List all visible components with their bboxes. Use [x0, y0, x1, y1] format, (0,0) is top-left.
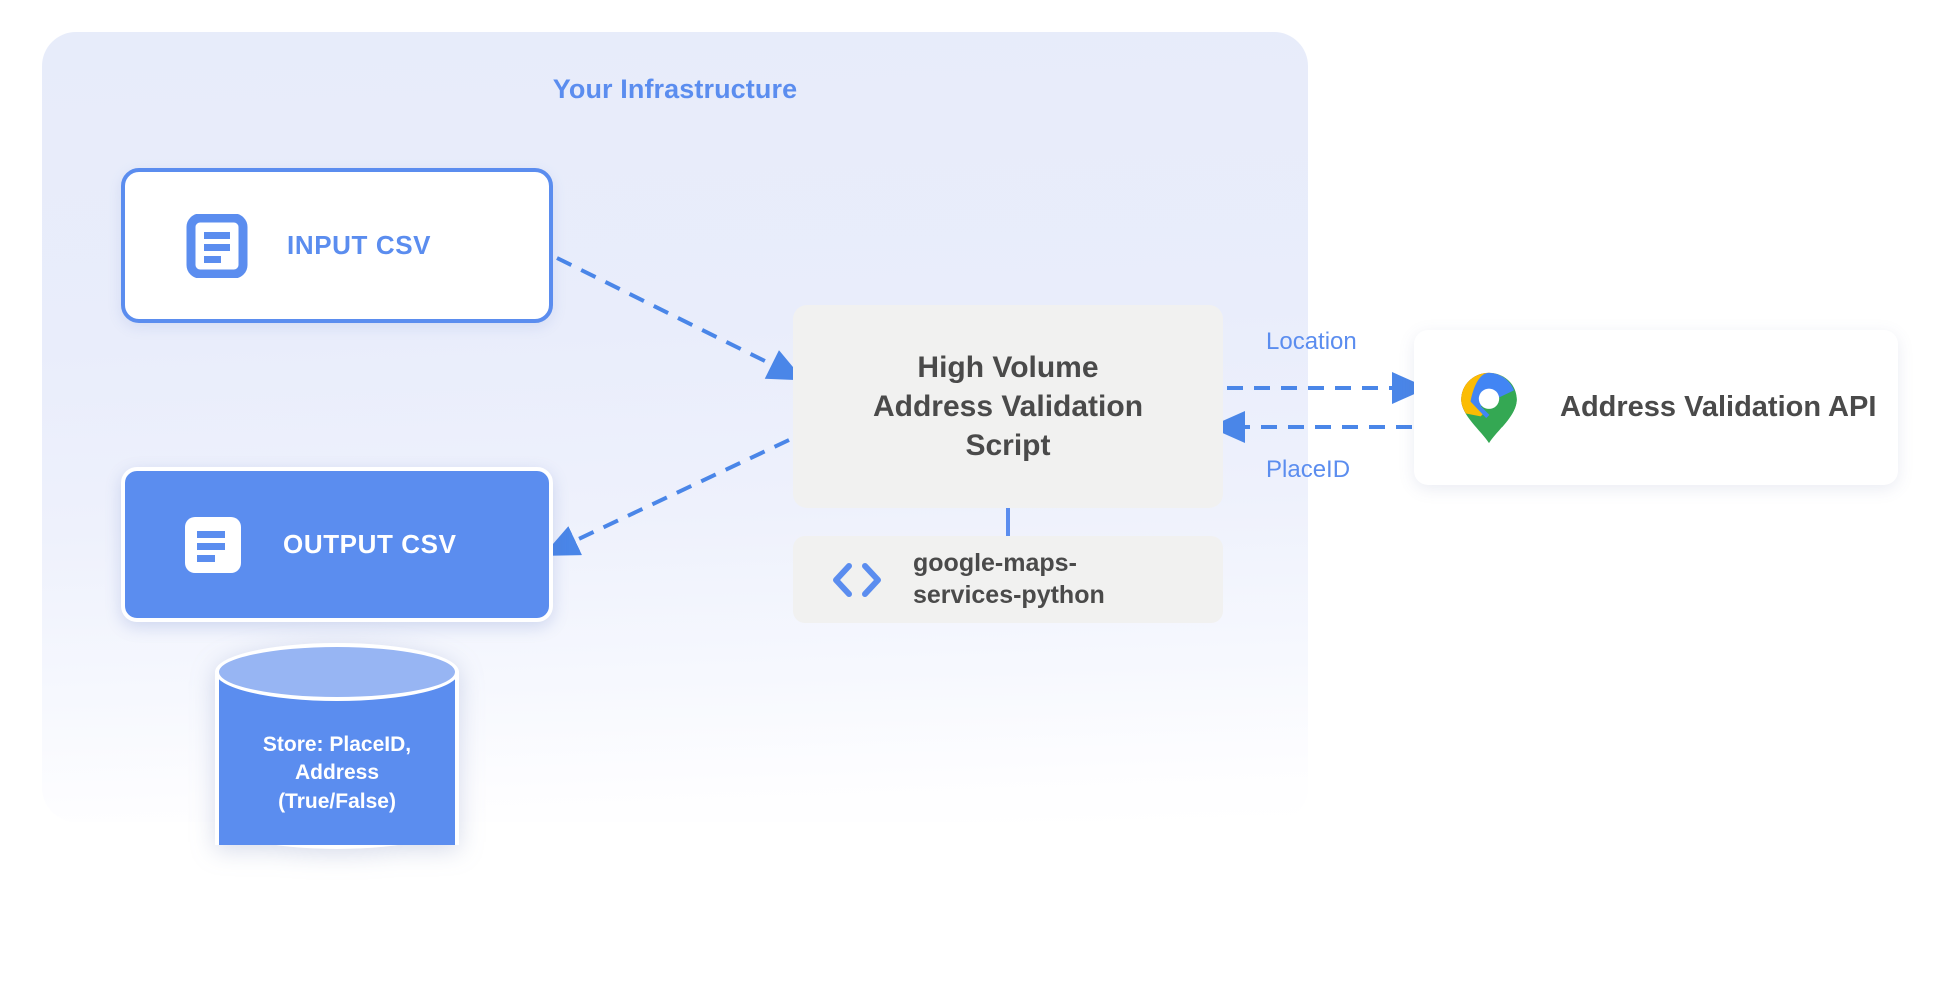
google-maps-pin-icon [1461, 372, 1517, 443]
script-library-connector [1006, 508, 1010, 536]
node-script[interactable]: High Volume Address Validation Script [793, 305, 1223, 508]
document-icon [185, 516, 241, 573]
database-line-2: Address [294, 761, 380, 785]
code-brackets-icon [833, 562, 881, 597]
node-address-validation-api[interactable]: Address Validation API [1414, 330, 1898, 485]
node-database[interactable]: Store: PlaceID, Address (True/False) [215, 643, 459, 873]
node-library-text: google-maps- services-python [913, 548, 1105, 611]
node-output-csv-label: OUTPUT CSV [283, 529, 457, 559]
edge-label-placeid: PlaceID [1266, 456, 1351, 483]
library-line-1: google-maps- [913, 549, 1077, 578]
script-line-1: High Volume [917, 351, 1099, 384]
node-api-label: Address Validation API [1560, 391, 1877, 423]
node-library[interactable]: google-maps- services-python [793, 536, 1223, 623]
document-icon [186, 213, 248, 278]
node-script-text: High Volume Address Validation Script [873, 348, 1143, 465]
library-line-2: services-python [913, 580, 1105, 609]
page-title: Your Infrastructure [552, 74, 798, 104]
node-database-text: Store: PlaceID, Address (True/False) [215, 731, 459, 816]
database-top [215, 643, 459, 701]
database-line-1: Store: PlaceID, [262, 733, 412, 756]
database-line-3: (True/False) [278, 789, 396, 813]
node-output-csv[interactable]: OUTPUT CSV [121, 467, 553, 622]
node-input-csv-label: INPUT CSV [287, 230, 432, 260]
edge-label-location: Location [1266, 328, 1357, 355]
script-line-2: Address Validation [872, 390, 1144, 423]
node-input-csv[interactable]: INPUT CSV [121, 168, 553, 323]
script-line-3: Script [965, 429, 1051, 462]
